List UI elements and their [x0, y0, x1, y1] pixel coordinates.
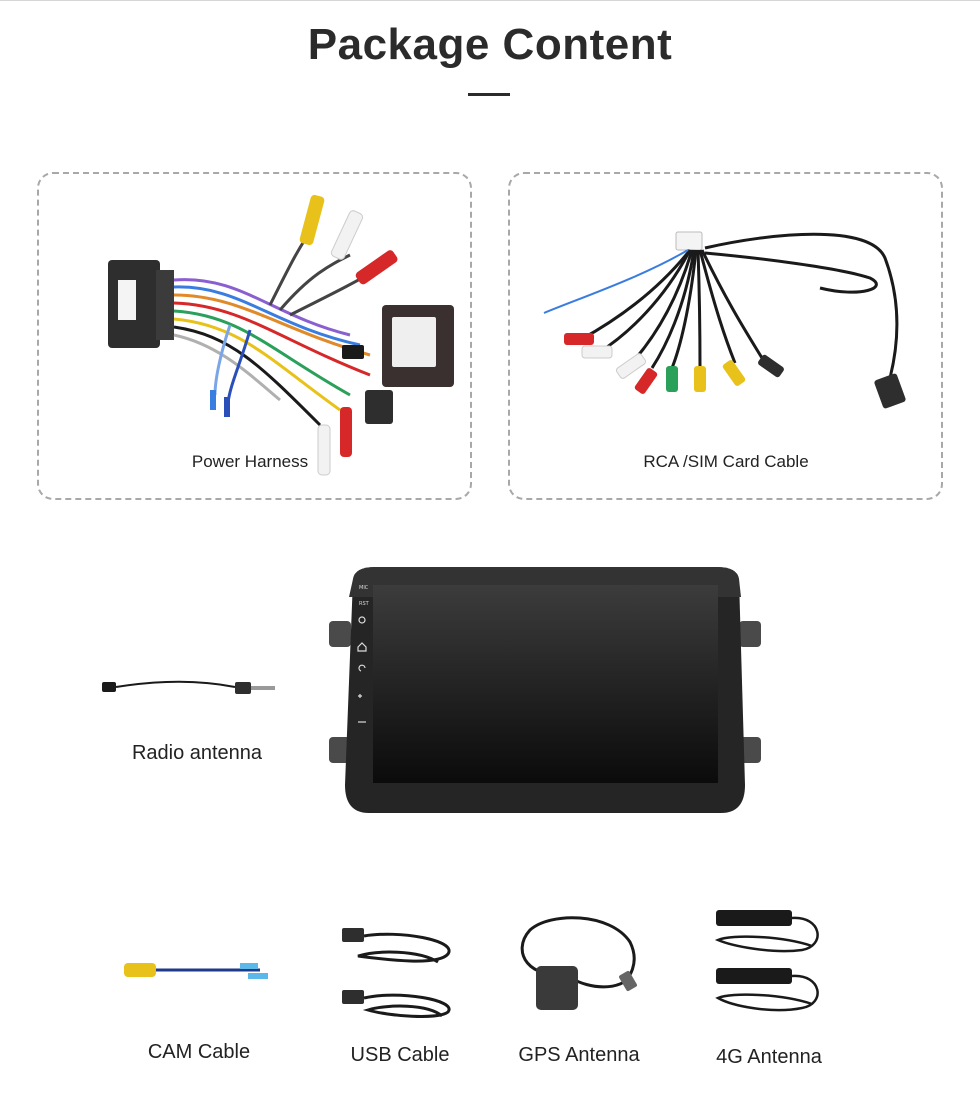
gps-antenna-label: GPS Antenna: [518, 1044, 640, 1066]
svg-text:MIC: MIC: [359, 585, 369, 591]
title-underline: [468, 93, 510, 96]
power-harness-label: Power Harness: [191, 452, 309, 471]
cam-cable-label: CAM Cable: [147, 1041, 251, 1063]
power-harness-panel: [37, 172, 472, 500]
radio-antenna-label: Radio antenna: [131, 742, 263, 764]
4g-antenna-image: [714, 910, 819, 1012]
head-unit-image: MIC RST: [329, 567, 761, 813]
rca-sim-cable-panel: [508, 172, 943, 500]
power-harness-image: [108, 194, 454, 476]
4g-antenna-label: 4G Antenna: [716, 1046, 822, 1068]
rca-sim-cable-image: [543, 231, 906, 409]
svg-text:RST: RST: [359, 601, 370, 607]
page-title: Package Content: [307, 20, 673, 69]
usb-cable-label: USB Cable: [350, 1044, 450, 1066]
gps-antenna-image: [520, 916, 637, 1010]
cam-cable-image: [124, 963, 268, 979]
radio-antenna-image: [102, 680, 275, 694]
rca-sim-cable-label: RCA /SIM Card Cable: [643, 452, 809, 471]
usb-cable-image: [342, 928, 451, 1018]
top-divider: [0, 0, 980, 1]
